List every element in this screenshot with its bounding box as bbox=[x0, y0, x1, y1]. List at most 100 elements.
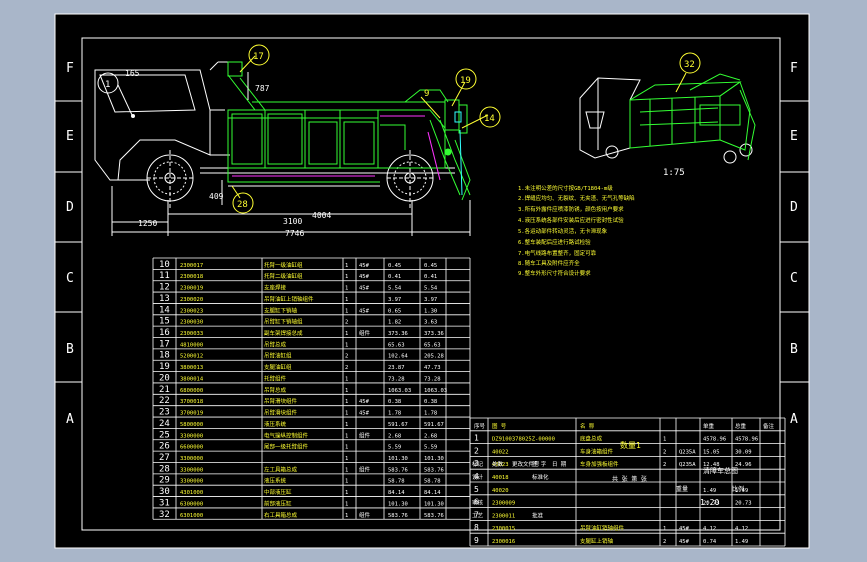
table-cell: 2 bbox=[345, 354, 348, 360]
table-cell: 1063.03 bbox=[388, 388, 411, 394]
table-cell: 1 bbox=[345, 501, 348, 507]
svg-text:28: 28 bbox=[237, 200, 248, 210]
zone-ticks bbox=[55, 100, 809, 383]
table-cell: 3300000 bbox=[180, 467, 203, 473]
table-cell: 总重 bbox=[735, 422, 747, 430]
svg-text:14: 14 bbox=[484, 114, 495, 124]
note-6: 6.整车装配后应进行路试检验 bbox=[518, 238, 591, 246]
table-cell: 底盘总成 bbox=[580, 435, 603, 443]
balloon-19[interactable]: 19 bbox=[455, 68, 477, 90]
table-cell: 30 bbox=[159, 487, 170, 497]
table-cell: 2300017 bbox=[180, 263, 203, 269]
table-cell: 84.14 bbox=[424, 490, 441, 496]
table-cell: 45# bbox=[359, 308, 370, 314]
table-cell: 4301000 bbox=[180, 490, 203, 496]
table-cell: 副车架焊接总成 bbox=[264, 329, 303, 337]
table-cell: 9 bbox=[474, 536, 479, 545]
table-cell: 1 bbox=[345, 388, 348, 394]
title-block-cell: 签 字 bbox=[532, 460, 547, 468]
table-cell: 吊臂滑块组件 bbox=[264, 397, 298, 405]
table-cell: 3800013 bbox=[180, 365, 203, 371]
table-cell: 23 bbox=[159, 408, 170, 418]
table-cell: 3 bbox=[474, 459, 479, 468]
zone-letter-a-right: A bbox=[790, 412, 798, 427]
zone-letter-e: E bbox=[66, 129, 74, 144]
table-cell: 11 bbox=[159, 271, 170, 281]
dimension-lines bbox=[111, 72, 471, 236]
table-cell: 组件 bbox=[359, 329, 371, 337]
table-cell: 45# bbox=[359, 286, 370, 292]
balloon-17[interactable]: 17 bbox=[248, 44, 270, 66]
note-9: 9.整车外形尺寸符合设计要求 bbox=[518, 269, 591, 277]
table-cell: 84.14 bbox=[388, 490, 405, 496]
table-cell: 2300020 bbox=[180, 297, 203, 303]
note-7: 7.电气线路布置整齐，固定可靠 bbox=[518, 249, 597, 257]
note-3: 3.所有外露件应喷漆防锈，颜色按用户要求 bbox=[518, 205, 624, 213]
table-cell: 205.28 bbox=[424, 354, 444, 360]
balloon-32[interactable]: 32 bbox=[684, 60, 695, 70]
table-cell: 1 bbox=[345, 263, 348, 269]
title-stamp: 清障车总图 bbox=[703, 466, 738, 475]
table-cell: 1 bbox=[345, 274, 348, 280]
table-cell: 22 bbox=[159, 396, 170, 406]
table-cell: 3300000 bbox=[180, 456, 203, 462]
table-cell: 0.38 bbox=[424, 399, 437, 405]
table-cell: 1.49 bbox=[703, 488, 716, 494]
balloon-28[interactable]: 28 bbox=[232, 192, 254, 214]
table-cell: 1 bbox=[345, 422, 348, 428]
table-cell: 2300018 bbox=[180, 274, 203, 280]
zone-letter-d: D bbox=[66, 200, 74, 215]
table-cell: 托臂二级油缸组 bbox=[264, 272, 303, 280]
table-cell: 托臂一级油缸组 bbox=[264, 261, 303, 269]
table-cell: 序号 bbox=[474, 422, 486, 430]
zone-letter-c-right: C bbox=[790, 271, 798, 286]
table-cell: 支腿油缸组 bbox=[264, 363, 292, 371]
table-cell: 2 bbox=[345, 365, 348, 371]
table-cell: 组件 bbox=[359, 511, 371, 519]
table-cell: 24.96 bbox=[735, 462, 752, 468]
title-block-cell: 设计 bbox=[472, 473, 484, 481]
scale-label: 比例 bbox=[732, 485, 744, 493]
table-cell: 6800000 bbox=[180, 388, 203, 394]
front-wheel bbox=[146, 150, 194, 210]
table-cell: 2 bbox=[663, 539, 666, 545]
table-cell: 2 bbox=[663, 449, 666, 455]
truck-side-view[interactable]: 17 9 19 14 28 1 bbox=[94, 44, 501, 238]
table-cell: 40020 bbox=[492, 488, 509, 494]
table-cell: 19 bbox=[159, 362, 170, 372]
scale-value: 1:20 bbox=[700, 498, 719, 507]
table-cell: 托臂组件 bbox=[264, 374, 287, 382]
table-cell: 73.28 bbox=[424, 376, 441, 382]
table-cell: 车身油箱组件 bbox=[580, 447, 614, 455]
note-1: 1.未注明公差的尺寸按GB/T1804-m级 bbox=[518, 184, 613, 192]
balloon-9[interactable]: 9 bbox=[424, 89, 429, 99]
table-cell: 47.73 bbox=[424, 365, 441, 371]
table-cell: 2 bbox=[345, 320, 348, 326]
table-cell: 1 bbox=[345, 308, 348, 314]
isometric-view[interactable]: 32 1:75 bbox=[579, 52, 756, 178]
table-cell: 14 bbox=[159, 305, 170, 315]
table-cell: 45# bbox=[359, 411, 370, 417]
table-cell: 20.73 bbox=[703, 501, 720, 507]
table-cell: 5.54 bbox=[388, 286, 402, 292]
table-cell: 101.30 bbox=[388, 501, 408, 507]
table-cell: 591.67 bbox=[424, 422, 444, 428]
table-cell: 3300000 bbox=[180, 479, 203, 485]
table-cell: 4810000 bbox=[180, 342, 203, 348]
table-cell: 1.82 bbox=[388, 320, 401, 326]
table-cell: 1 bbox=[345, 331, 348, 337]
balloon-1[interactable]: 1 bbox=[97, 72, 135, 118]
title-block-cell: 标记 bbox=[472, 460, 484, 468]
table-cell: 32 bbox=[159, 510, 170, 520]
table-cell: 28 bbox=[159, 464, 170, 474]
table-cell: 0.74 bbox=[703, 539, 717, 545]
table-cell: 2300019 bbox=[180, 286, 203, 292]
table-cell: 车身加强板组件 bbox=[580, 460, 619, 468]
table-cell: 吊臂滑块组件 bbox=[264, 409, 298, 417]
table-cell: 2300033 bbox=[180, 331, 203, 337]
balloon-14[interactable]: 14 bbox=[479, 106, 501, 128]
table-cell: Q235A bbox=[679, 462, 696, 468]
table-cell: 101.30 bbox=[388, 456, 408, 462]
